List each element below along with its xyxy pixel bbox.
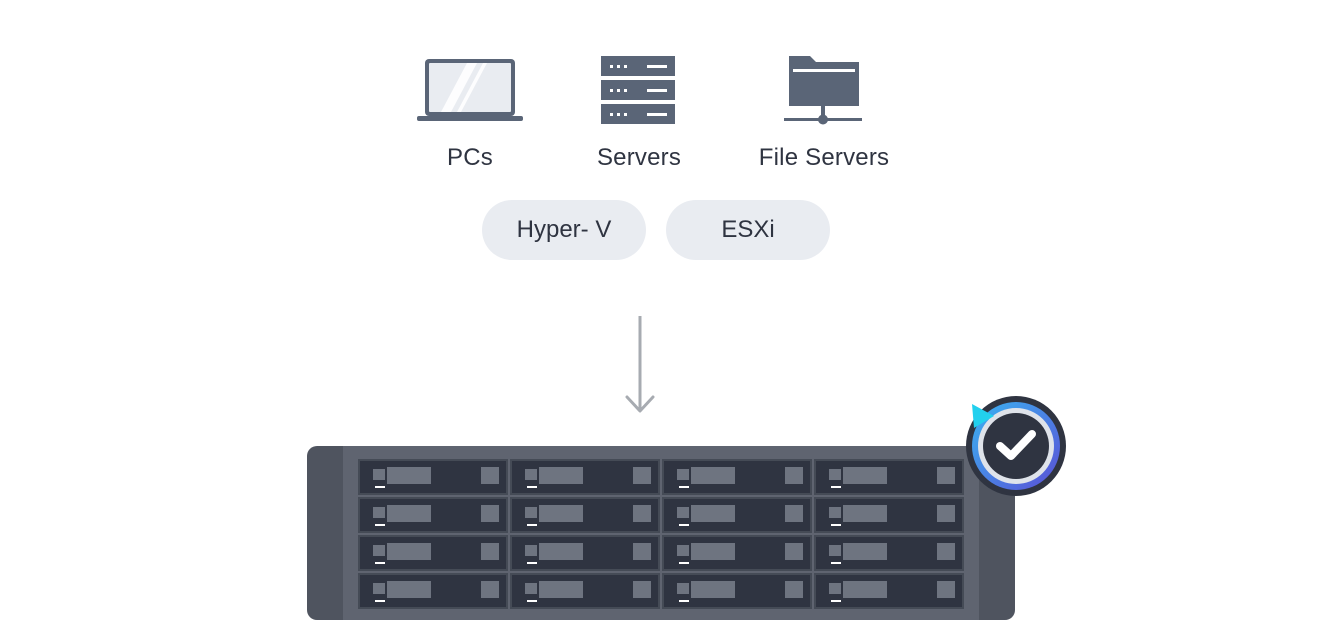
nas-storage-icon (307, 446, 1015, 625)
drive-bay (510, 535, 660, 571)
drive-bay (510, 573, 660, 609)
drive-bay (814, 459, 964, 495)
hypervisor-esxi: ESXi (666, 200, 830, 260)
laptop-icon (417, 48, 523, 126)
network-folder-icon (784, 48, 864, 126)
drive-bay (662, 573, 812, 609)
source-label-file-servers: File Servers (758, 144, 890, 171)
drive-bay (662, 535, 812, 571)
hypervisor-hyper-v: Hyper- V (482, 200, 646, 260)
drive-bay (814, 573, 964, 609)
drive-bay (510, 459, 660, 495)
drive-bay (358, 573, 508, 609)
arrow-down-icon (622, 312, 658, 423)
source-servers: Servers (554, 48, 724, 172)
drive-bay (358, 459, 508, 495)
backup-check-icon (964, 394, 1068, 503)
drive-bay (814, 535, 964, 571)
drive-bay (358, 535, 508, 571)
drive-bay (510, 497, 660, 533)
drive-bay (814, 497, 964, 533)
drive-bay (662, 497, 812, 533)
source-label-servers: Servers (596, 144, 682, 171)
drive-bay (358, 497, 508, 533)
server-rack-icon (601, 48, 677, 126)
drive-bay (662, 459, 812, 495)
source-label-pcs: PCs (447, 144, 493, 171)
source-file-servers: File Servers (739, 48, 909, 172)
source-pcs: PCs (385, 48, 555, 172)
